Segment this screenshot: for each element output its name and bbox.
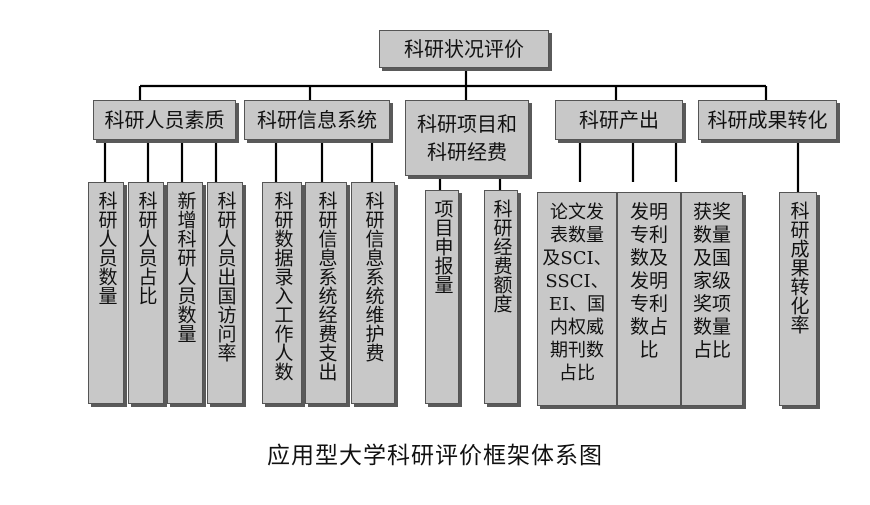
leaf-label: 项目申报量 <box>431 199 454 294</box>
leaf-paper-publications: 论文发表数量及SCI、SSCI、EI、国内权威期刊数占比 <box>537 192 617 406</box>
leaf-label: 新增科研人员数量 <box>174 191 197 343</box>
leaf-label: 论文发表数量及SCI、SSCI、EI、国内权威期刊数占比 <box>542 202 612 384</box>
category-label: 科研人员素质 <box>104 108 225 132</box>
leaf-awards: 获奖数量及国家级奖项数量占比 <box>681 192 743 406</box>
diagram-caption: 应用型大学科研评价框架体系图 <box>267 443 603 469</box>
category-output: 科研产出 <box>555 100 683 140</box>
leaf-label: 科研信息系统维护费 <box>362 191 385 362</box>
category-transfer: 科研成果转化 <box>698 100 837 140</box>
root-label: 科研状况评价 <box>404 37 524 61</box>
category-label: 科研成果转化 <box>707 108 828 132</box>
leaf-label: 科研人员占比 <box>135 191 158 305</box>
leaf-label: 获奖数量及国家级奖项数量占比 <box>692 201 731 361</box>
leaf-transfer-rate: 科研成果转化率 <box>779 192 817 406</box>
leaf-overseas-visit-rate: 科研人员出国访问率 <box>207 182 243 404</box>
leaf-label: 科研数据录入工作人数 <box>271 191 294 381</box>
category-label: 科研产出 <box>579 108 659 132</box>
category-info-system: 科研信息系统 <box>244 100 390 140</box>
leaf-label: 科研人员数量 <box>95 191 118 305</box>
leaf-label: 发明专利数及发明专利数占比 <box>629 201 668 361</box>
leaf-label: 科研信息系统经费支出 <box>315 191 338 381</box>
leaf-label: 科研人员出国访问率 <box>214 191 237 362</box>
category-label: 科研信息系统 <box>257 108 377 132</box>
leaf-system-expenditure: 科研信息系统经费支出 <box>305 182 347 404</box>
leaf-funding-amount: 科研经费额度 <box>484 190 518 404</box>
leaf-new-researchers: 新增科研人员数量 <box>167 182 203 404</box>
category-projects-funding: 科研项目和科研经费 <box>405 100 529 176</box>
leaf-system-maintenance: 科研信息系统维护费 <box>351 182 395 404</box>
leaf-project-applications: 项目申报量 <box>425 190 459 404</box>
category-label: 科研项目和科研经费 <box>417 112 517 164</box>
category-personnel: 科研人员素质 <box>93 100 236 140</box>
leaf-researcher-count: 科研人员数量 <box>88 182 124 404</box>
leaf-label: 科研成果转化率 <box>787 201 810 334</box>
leaf-label: 科研经费额度 <box>490 199 513 313</box>
leaf-data-entry-staff: 科研数据录入工作人数 <box>262 182 302 404</box>
leaf-researcher-ratio: 科研人员占比 <box>128 182 164 404</box>
root-node: 科研状况评价 <box>379 30 549 68</box>
leaf-invention-patents: 发明专利数及发明专利数占比 <box>617 192 681 406</box>
